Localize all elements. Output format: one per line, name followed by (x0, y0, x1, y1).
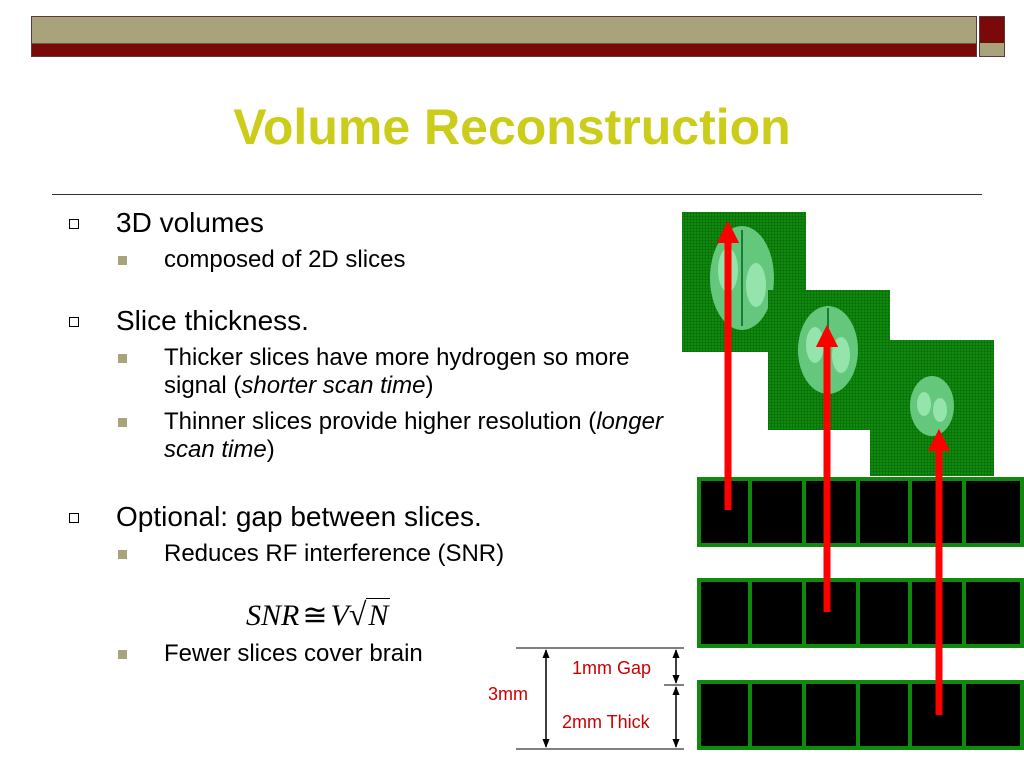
slab-row-3 (697, 680, 1024, 750)
square-bullet-icon (118, 650, 127, 659)
title-divider (52, 194, 982, 195)
bullet-optional-gap: Optional: gap between slices. (60, 500, 680, 534)
total-thickness-label: 3mm (488, 684, 528, 704)
subbullet-thinner: Thinner slices provide higher resolution… (60, 408, 680, 464)
bullet-3d-volumes: 3D volumes (60, 206, 680, 240)
corner-block (979, 16, 1005, 57)
subbullet-reduces-rf: Reduces RF interference (SNR) (60, 540, 680, 568)
subbullet-thicker: Thicker slices have more hydrogen so mor… (60, 344, 680, 400)
hollow-square-bullet-icon (69, 317, 79, 327)
square-bullet-icon (118, 256, 127, 265)
square-bullet-icon (118, 354, 127, 363)
snr-equation: SNR≅V√N (246, 596, 391, 632)
slab-row-2 (697, 578, 1024, 648)
slide-title: Volume Reconstruction (233, 99, 791, 155)
square-bullet-icon (118, 418, 127, 427)
slab-row-1 (697, 477, 1024, 547)
gap-label: 1mm Gap (572, 658, 652, 678)
mri-slice-3 (870, 340, 994, 476)
thick-label: 2mm Thick (562, 712, 650, 732)
subbullet-composed: composed of 2D slices (60, 246, 680, 274)
bullet-list: 3D volumes composed of 2D slices Slice t… (60, 206, 680, 668)
hollow-square-bullet-icon (69, 219, 79, 229)
header-stripe (32, 17, 976, 44)
square-bullet-icon (118, 550, 127, 559)
dimension-lines (516, 647, 684, 750)
hollow-square-bullet-icon (69, 513, 79, 523)
subbullet-fewer-slices: Fewer slices cover brain (60, 640, 680, 668)
header-bar (31, 16, 977, 57)
bullet-slice-thickness: Slice thickness. (60, 304, 680, 338)
